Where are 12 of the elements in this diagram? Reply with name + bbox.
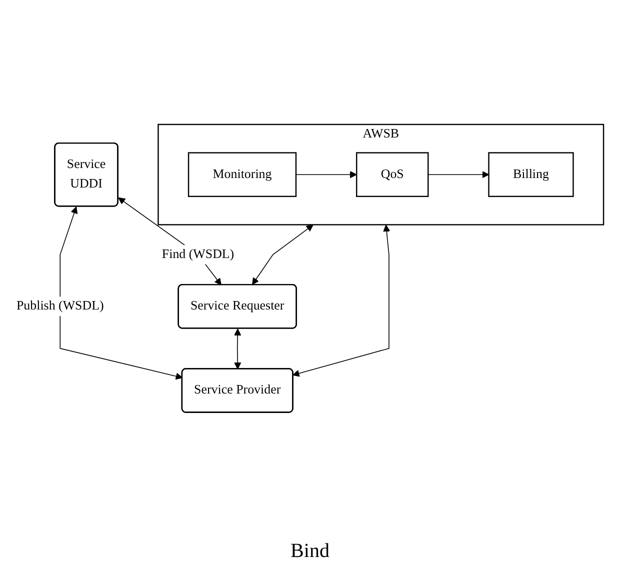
arrow	[296, 170, 357, 178]
node-box: Monitoring	[188, 152, 297, 197]
arrow	[60, 206, 183, 380]
edge-label: Publish (WSDL)	[16, 298, 104, 312]
arrow	[252, 224, 314, 284]
node-box: QoS	[356, 152, 429, 197]
edge-label: Find (WSDL)	[162, 246, 234, 261]
node-box: Billing	[488, 152, 574, 197]
arrow	[428, 170, 490, 178]
arrow	[234, 328, 242, 369]
arrow	[292, 224, 390, 376]
label-text: Bind	[290, 540, 330, 562]
